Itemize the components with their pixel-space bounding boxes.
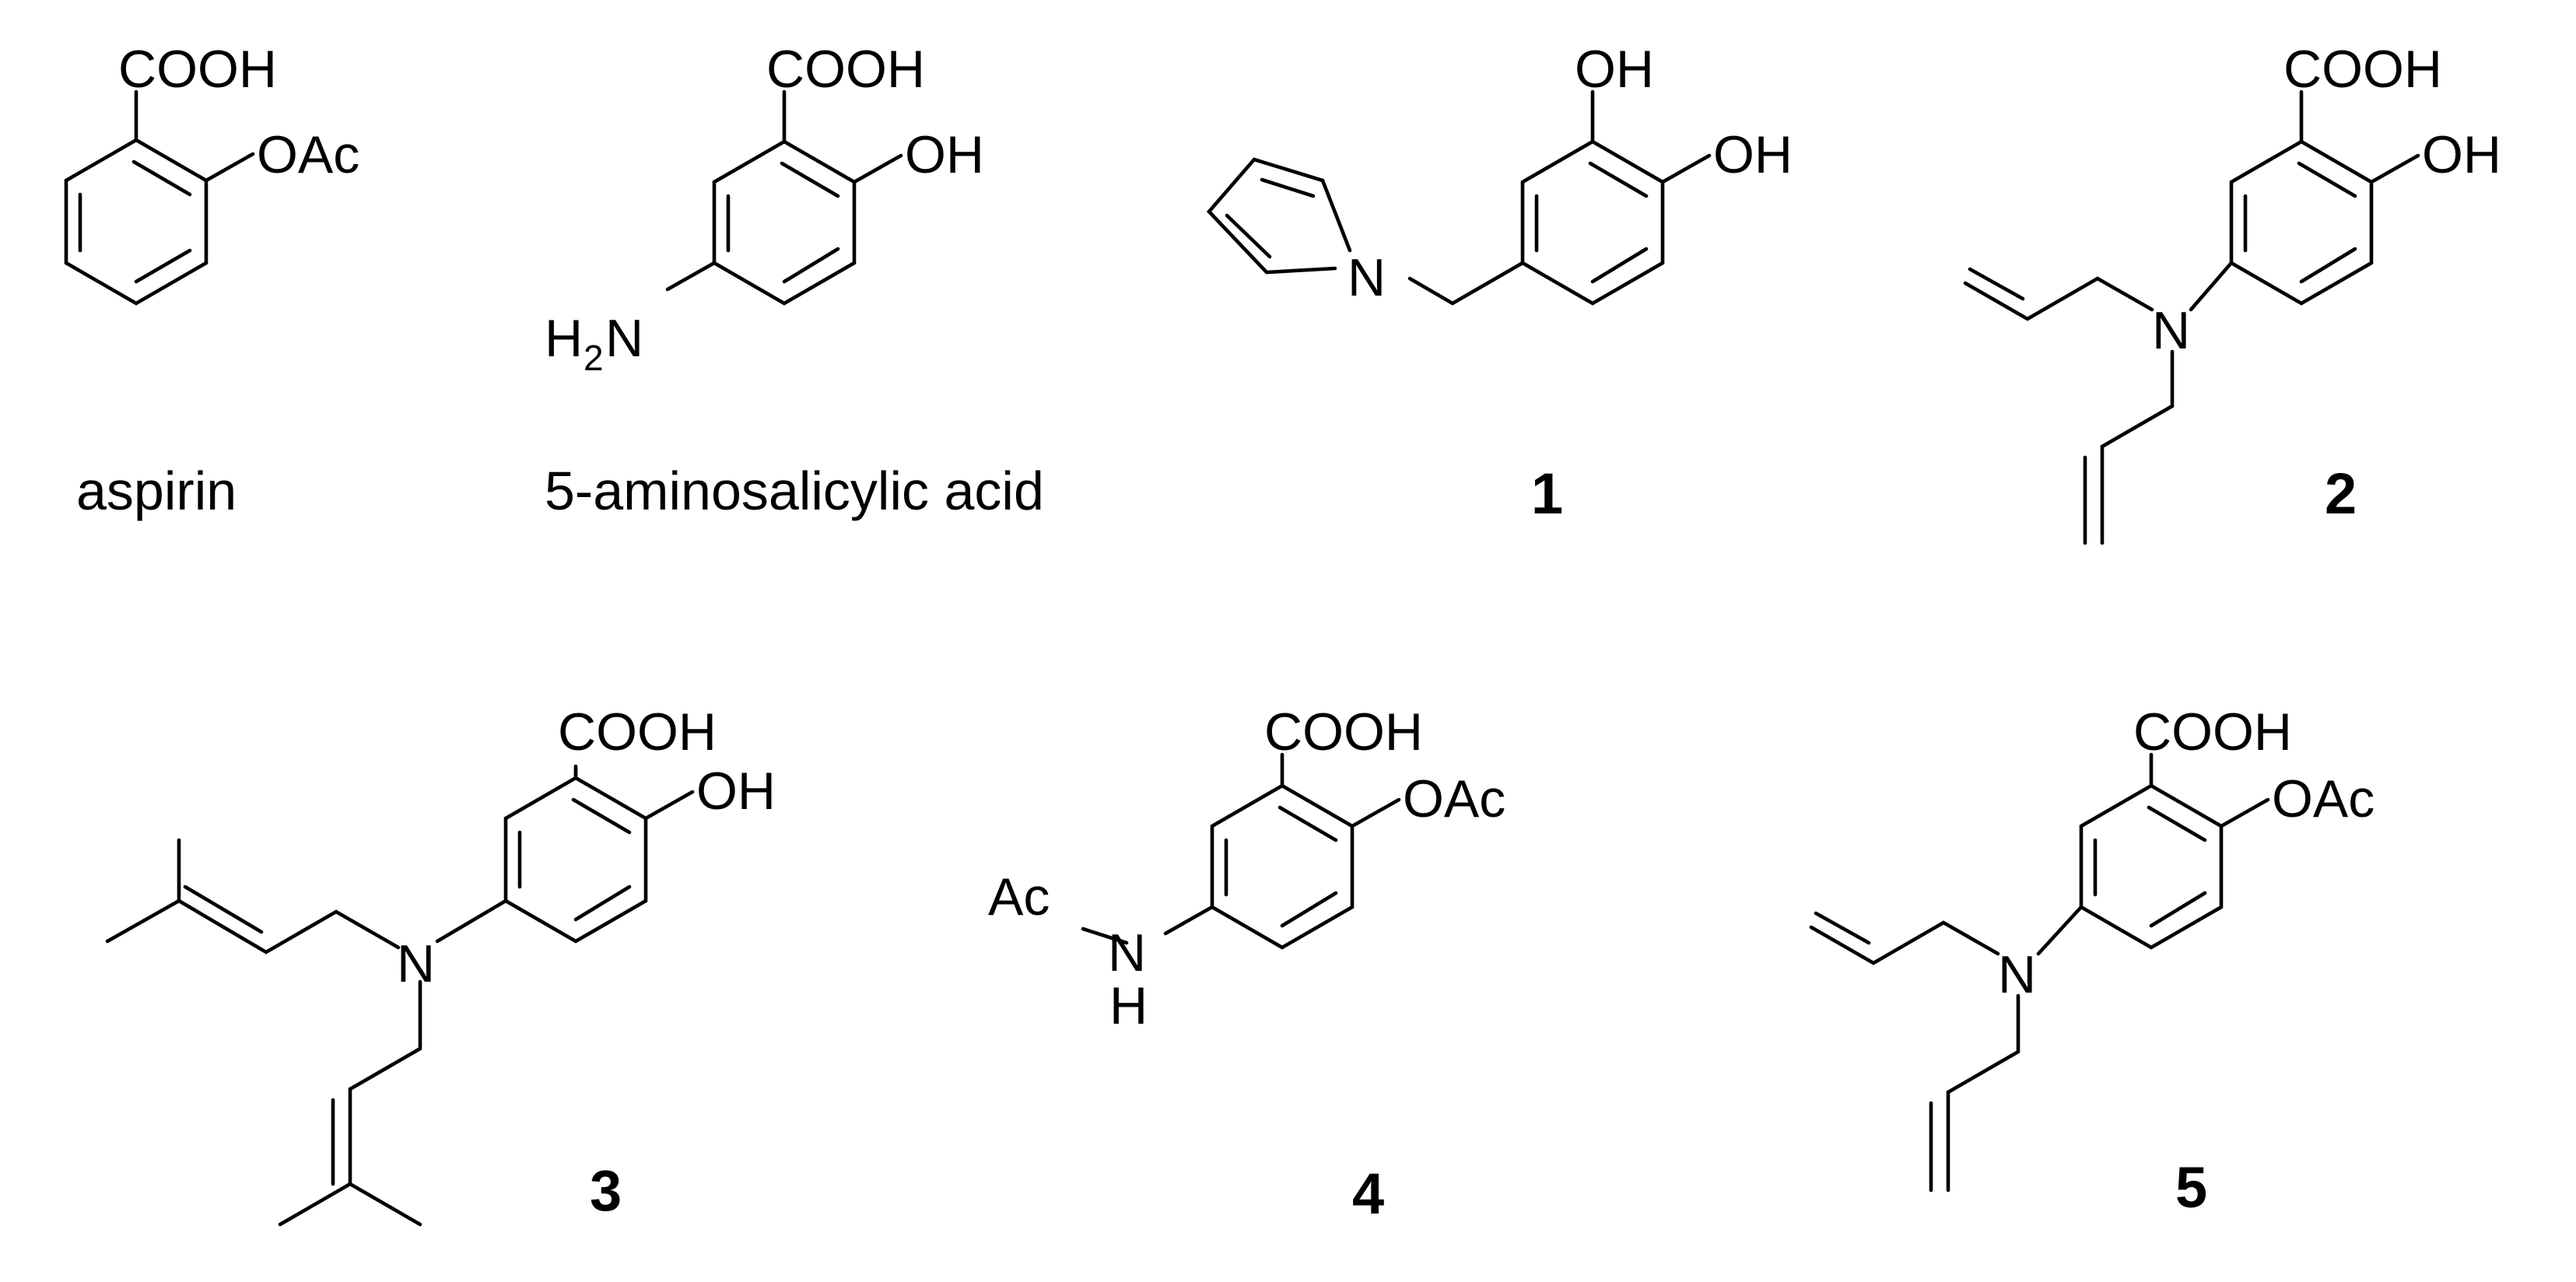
mesalamine-oh-label: OH [905,125,984,184]
compound-2-lower-allyl [2100,349,2175,545]
aspirin-structure: COOH OAc aspirin [64,40,359,521]
compound-4-nh-bond [1163,905,1214,936]
mesalamine-ring-double-bonds [726,161,840,284]
aspirin-oac-bond [204,152,255,183]
compound-2-cooh-label: COOH [2283,40,2442,99]
compound-3-upper-prenyl-double [183,884,264,934]
compound-5-oac-label: OAc [2272,769,2374,828]
compound-1-number: 1 [1531,461,1563,526]
compound-4-ac-bond [1081,926,1129,945]
compound-1-oh-top-label: OH [1575,40,1654,99]
compound-1-pyrrole-n-label: N [1348,248,1386,307]
mesalamine-name: 5-aminosalicylic acid [545,461,1044,521]
compound-2-oh-label: OH [2422,125,2501,184]
compound-5-number: 5 [2175,1155,2207,1220]
compound-5-n-label: N [1998,945,2036,1004]
compound-2-oh-bond [2369,153,2420,184]
compound-3-n-label: N [397,934,435,993]
compound-1-oh-right-bond [1660,153,1712,184]
compound-3-oh-bond [643,790,695,821]
compound-5-ring-double-bonds [2093,805,2207,928]
compound-1-oh-right-label: OH [1713,125,1793,184]
compound-3-number: 3 [590,1158,622,1223]
compound-3-structure: COOH OH N 3 [105,702,776,1227]
compound-1-ring-double-bonds [1534,161,1649,284]
aspirin-oac-label: OAc [257,125,359,184]
compound-2-ring-double-bonds [2243,161,2357,284]
mesalamine-cooh-label: COOH [766,40,925,99]
compound-2-n-bond [2189,261,2234,312]
compound-1-pyrrole-double-bonds [1225,177,1316,259]
compound-3-upper-prenyl [105,838,401,954]
compound-4-oac-label: OAc [1403,769,1505,828]
compound-3-ring-double-bonds [517,797,632,922]
compound-4-structure: COOH OAc Ac N H 4 [988,702,1505,1226]
compound-5-upper-allyl-double [1814,911,1871,945]
compound-5-n-bond [2036,905,2084,956]
aspirin-ring-double-bonds [78,159,192,284]
compound-1-linker-bond [1407,261,1525,306]
compound-1-structure: OH OH N 1 [1206,40,1793,526]
compound-2-number: 2 [2325,461,2357,526]
compound-4-cooh-label: COOH [1264,702,1423,762]
compound-4-n-label: N [1108,923,1146,983]
compound-3-cooh-label: COOH [558,702,717,762]
compound-5-upper-allyl [1809,920,2000,965]
compound-3-n-bond [435,898,508,944]
compound-4-ring-double-bonds [1224,805,1338,928]
compound-2-upper-allyl-double [1968,267,2025,301]
compound-4-oac-bond [1350,797,1401,828]
mesalamine-amine-n-label: N [605,309,643,368]
mesalamine-amine-h-label: H [545,309,583,368]
compound-5-oac-bond [2219,797,2270,828]
compound-5-lower-allyl [1946,993,2020,1193]
aspirin-name: aspirin [76,461,237,521]
compound-5-structure: COOH OAc N 5 [1809,702,2374,1220]
compound-4-number: 4 [1352,1161,1384,1226]
mesalamine-amine-bond [665,261,717,292]
mesalamine-amine-subscript: 2 [584,338,604,378]
compound-2-n-label: N [2152,301,2190,360]
compound-5-cooh-label: COOH [2133,702,2292,762]
compound-4-h-label: H [1109,976,1148,1035]
compound-2-upper-allyl [1963,276,2154,321]
compound-2-structure: COOH OH N 2 [1963,40,2501,545]
compound-3-lower-prenyl [278,979,422,1227]
aspirin-cooh-label: COOH [118,40,277,99]
compound-4-ac-label: Ac [988,867,1050,926]
mesalamine-oh-bond [852,153,903,184]
compound-1-pyrrole-ring [1206,157,1352,275]
mesalamine-structure: COOH OH H 2 N 5-aminosalicylic acid [545,40,1044,521]
compound-3-oh-label: OH [696,762,776,821]
